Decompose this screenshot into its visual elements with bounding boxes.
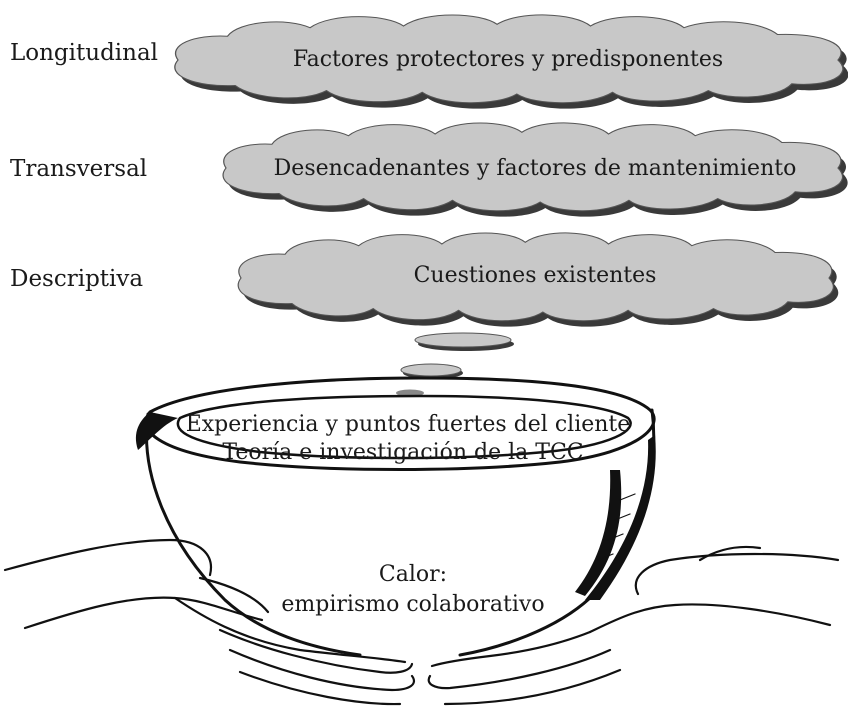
steam-puff-icon	[415, 333, 511, 347]
heat-text-collaborative-empiricism: empirismo colaborativo	[281, 592, 544, 617]
heat-text-title: Calor:	[379, 562, 447, 587]
bowl-text-cbt-theory: Teoría e investigación de la TCC	[222, 440, 583, 465]
cloud-text-transversal: Desencadenantes y factores de mantenimie…	[274, 156, 797, 181]
steam-puff-icon	[401, 364, 461, 376]
cloud-text-longitudinal: Factores protectores y predisponentes	[293, 47, 723, 72]
cloud-text-descriptiva: Cuestiones existentes	[414, 263, 657, 288]
bowl-text-client-strengths: Experiencia y puntos fuertes del cliente	[186, 412, 631, 437]
steam-puffs	[396, 333, 514, 397]
